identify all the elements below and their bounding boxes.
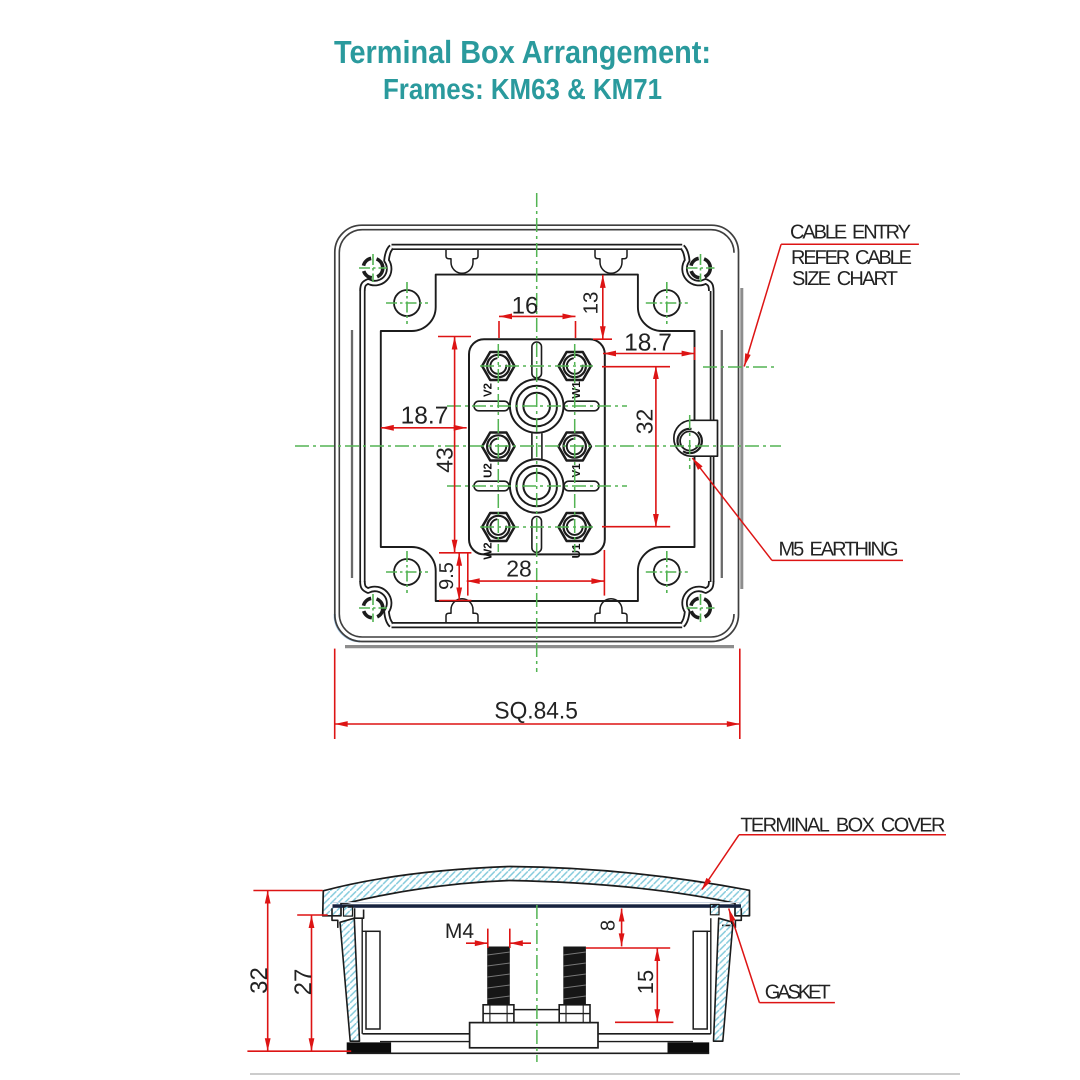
svg-text:18.7: 18.7 — [401, 403, 449, 430]
svg-text:V2: V2 — [483, 383, 495, 397]
svg-text:27: 27 — [290, 969, 317, 996]
svg-text:U1: U1 — [571, 543, 583, 558]
svg-text:32: 32 — [632, 409, 658, 435]
svg-text:32: 32 — [246, 967, 273, 994]
svg-text:M4: M4 — [445, 920, 474, 943]
svg-text:SQ.84.5: SQ.84.5 — [494, 697, 578, 724]
svg-text:V1: V1 — [571, 463, 583, 478]
svg-text:18.7: 18.7 — [624, 330, 672, 357]
svg-text:SIZE CHART: SIZE CHART — [792, 268, 898, 290]
svg-text:GASKET: GASKET — [765, 982, 831, 1004]
svg-text:9.5: 9.5 — [436, 562, 458, 590]
svg-text:43: 43 — [432, 447, 458, 473]
svg-text:M5 EARTHING: M5 EARTHING — [779, 539, 899, 561]
svg-text:16: 16 — [512, 293, 539, 320]
svg-text:W2: W2 — [483, 542, 495, 559]
svg-text:13: 13 — [580, 292, 603, 315]
svg-text:CABLE ENTRY: CABLE ENTRY — [790, 222, 911, 244]
svg-text:REFER CABLE: REFER CABLE — [791, 247, 912, 269]
svg-text:8: 8 — [598, 920, 620, 931]
svg-text:15: 15 — [633, 970, 658, 994]
svg-text:28: 28 — [506, 556, 532, 582]
svg-text:Frames: KM63 & KM71: Frames: KM63 & KM71 — [383, 74, 662, 106]
svg-text:W1: W1 — [571, 381, 583, 399]
svg-text:U2: U2 — [483, 463, 495, 478]
svg-text:Terminal Box Arrangement:: Terminal Box Arrangement: — [334, 34, 711, 70]
svg-text:TERMINAL BOX COVER: TERMINAL BOX COVER — [740, 815, 945, 837]
